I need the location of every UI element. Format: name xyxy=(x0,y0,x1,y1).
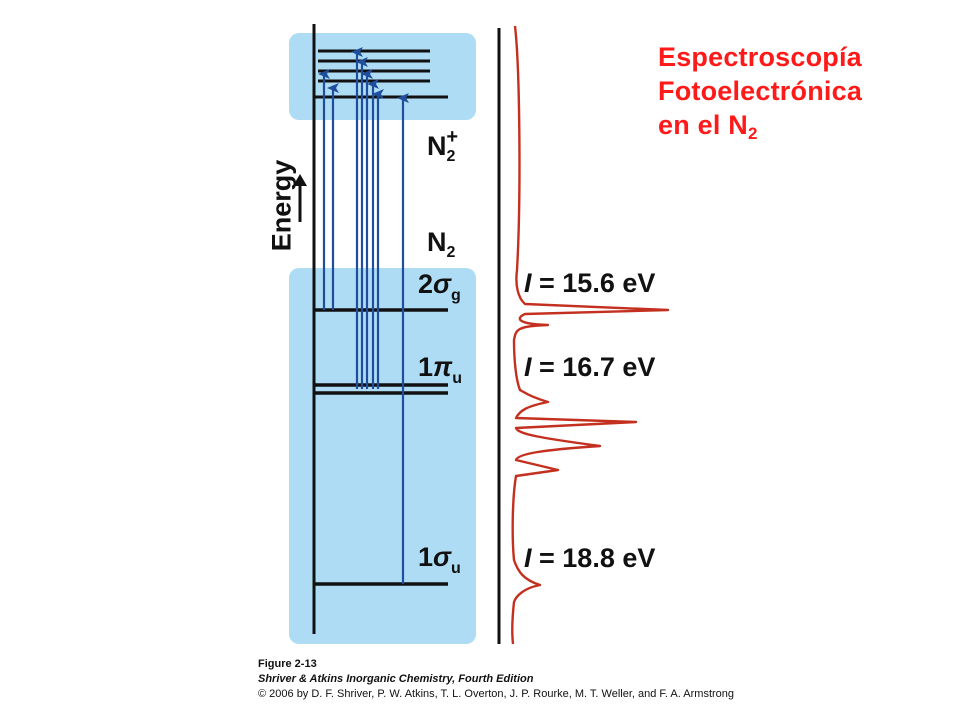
ion-states-region xyxy=(289,33,476,120)
slide-title: Espectroscopía Fotoelectrónica en el N2 xyxy=(658,40,862,151)
ionization-energy-1: I = 15.6 eV xyxy=(524,268,656,298)
orbital-label-2sigma-g: 2σg xyxy=(418,269,461,304)
title-line-2: Fotoelectrónica xyxy=(658,76,863,106)
caption-book-title: Shriver & Atkins Inorganic Chemistry, Fo… xyxy=(258,673,534,685)
neutral-orbitals-region xyxy=(289,268,476,644)
energy-direction-arrow-icon xyxy=(293,174,307,222)
orbital-label-1sigma-u: 1σu xyxy=(418,542,461,577)
figure-caption: Figure 2-13 Shriver & Atkins Inorganic C… xyxy=(258,657,734,702)
photoelectron-spectrum xyxy=(511,25,670,645)
title-line-1: Espectroscopía xyxy=(658,42,862,72)
caption-copyright: © 2006 by D. F. Shriver, P. W. Atkins, T… xyxy=(258,688,735,700)
caption-figure-number: Figure 2-13 xyxy=(258,658,317,670)
title-line-3: en el N2 xyxy=(658,110,758,143)
energy-axis-label: Energy xyxy=(266,159,297,252)
orbital-levels xyxy=(314,308,448,586)
ionization-energy-2: I = 16.7 eV xyxy=(524,352,656,382)
neutral-species-label: N2 xyxy=(427,227,456,261)
ionization-energy-3: I = 18.8 eV xyxy=(524,543,656,573)
orbital-label-1pi-u: 1πu xyxy=(418,352,463,387)
ion-species-label: N2+ xyxy=(427,126,459,165)
ionization-arrows xyxy=(318,47,409,584)
